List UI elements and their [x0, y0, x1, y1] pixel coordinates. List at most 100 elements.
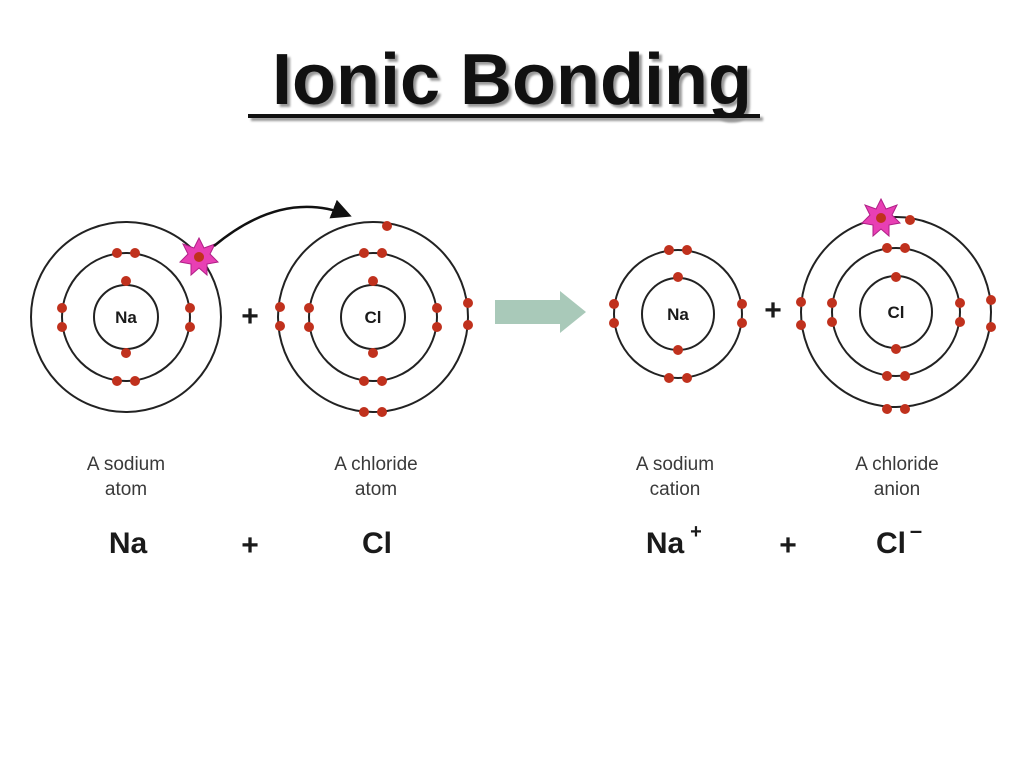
slide-title: Ionic Bonding — [272, 40, 752, 120]
electron — [121, 276, 131, 286]
equation-na-ion-charge: + — [690, 521, 702, 543]
electron — [304, 322, 314, 332]
gained-electron-star — [860, 197, 902, 238]
equation-cl-ion: Cl — [876, 527, 906, 560]
caption-chloride-anion-line1: A chloride — [855, 454, 938, 475]
electron — [275, 321, 285, 331]
electron — [682, 245, 692, 255]
electron — [275, 302, 285, 312]
electron — [986, 295, 996, 305]
electron — [130, 376, 140, 386]
electron — [891, 272, 901, 282]
sodium-atom: Na — [30, 221, 222, 413]
equation-cl-ion-charge: – — [910, 518, 922, 543]
equation-na-ion-symbol: Na — [646, 527, 685, 560]
electron — [609, 318, 619, 328]
electron — [955, 317, 965, 327]
transferred-electron-star — [178, 236, 220, 277]
chloride-anion: Cl — [796, 197, 996, 414]
electron — [882, 404, 892, 414]
electron — [900, 371, 910, 381]
shell-2 — [277, 221, 469, 413]
equation-plus-left: + — [241, 529, 259, 562]
shell-1 — [831, 247, 961, 377]
electron — [682, 373, 692, 383]
equation-na: Na — [109, 527, 148, 560]
shell-2 — [30, 221, 222, 413]
electron — [121, 348, 131, 358]
electron — [891, 344, 901, 354]
equation-cl-ion-symbol: Cl — [876, 527, 906, 560]
caption-sodium-cation-line1: A sodium — [636, 454, 714, 475]
electron — [57, 322, 67, 332]
chloride-atom: Cl — [275, 221, 473, 417]
plus-sign: + — [764, 294, 782, 327]
electron — [905, 215, 915, 225]
equation: Na + Cl Na + + Cl – — [109, 518, 922, 562]
equation-na-ion: Na — [646, 527, 685, 560]
electron — [377, 407, 387, 417]
nucleus-label: Na — [667, 305, 689, 324]
electron — [673, 345, 683, 355]
shell-1 — [61, 252, 191, 382]
caption-chloride-atom-line2: atom — [355, 479, 397, 500]
electron — [664, 245, 674, 255]
shell-2 — [800, 216, 992, 408]
equation-cl: Cl — [362, 527, 392, 560]
electron — [463, 298, 473, 308]
electron-transfer-arrow — [213, 199, 352, 247]
electron — [368, 276, 378, 286]
electron — [304, 303, 314, 313]
electron — [900, 404, 910, 414]
electron — [185, 303, 195, 313]
nucleus-label: Cl — [888, 303, 905, 322]
electron — [900, 243, 910, 253]
sodium-cation: Na — [609, 245, 747, 383]
caption-chloride-anion-line2: anion — [874, 479, 921, 500]
captions: A sodium atom A chloride atom A sodium c… — [87, 454, 939, 500]
shell-1 — [308, 252, 438, 382]
electron — [185, 322, 195, 332]
electron — [112, 248, 122, 258]
electrons — [609, 245, 747, 383]
electron — [432, 303, 442, 313]
electron — [955, 298, 965, 308]
electrons — [275, 221, 473, 417]
electron — [882, 243, 892, 253]
nucleus-label: Na — [115, 308, 137, 327]
caption-sodium-cation-line2: cation — [650, 479, 701, 500]
electron — [368, 348, 378, 358]
electron — [359, 407, 369, 417]
shell-1 — [613, 249, 743, 379]
electron — [359, 376, 369, 386]
electron — [986, 322, 996, 332]
electron — [382, 221, 392, 231]
plus-sign: + — [241, 300, 259, 333]
electron — [882, 371, 892, 381]
electron — [377, 376, 387, 386]
electron — [737, 299, 747, 309]
electron — [796, 320, 806, 330]
electron — [377, 248, 387, 258]
electrons — [796, 215, 996, 414]
caption-chloride-atom-line1: A chloride — [334, 454, 417, 475]
caption-sodium-atom-line2: atom — [105, 479, 147, 500]
electron — [432, 322, 442, 332]
reaction-arrow — [495, 291, 586, 333]
equation-plus-right: + — [779, 529, 797, 562]
electrons — [57, 248, 195, 386]
electron — [827, 317, 837, 327]
caption-sodium-atom-line1: A sodium — [87, 454, 165, 475]
electron — [609, 299, 619, 309]
electron — [57, 303, 67, 313]
electron — [463, 320, 473, 330]
electron — [673, 272, 683, 282]
title-underline — [248, 114, 760, 118]
electron — [359, 248, 369, 258]
electron — [112, 376, 122, 386]
electron — [130, 248, 140, 258]
nucleus-label: Cl — [365, 308, 382, 327]
electron — [737, 318, 747, 328]
electron — [796, 297, 806, 307]
